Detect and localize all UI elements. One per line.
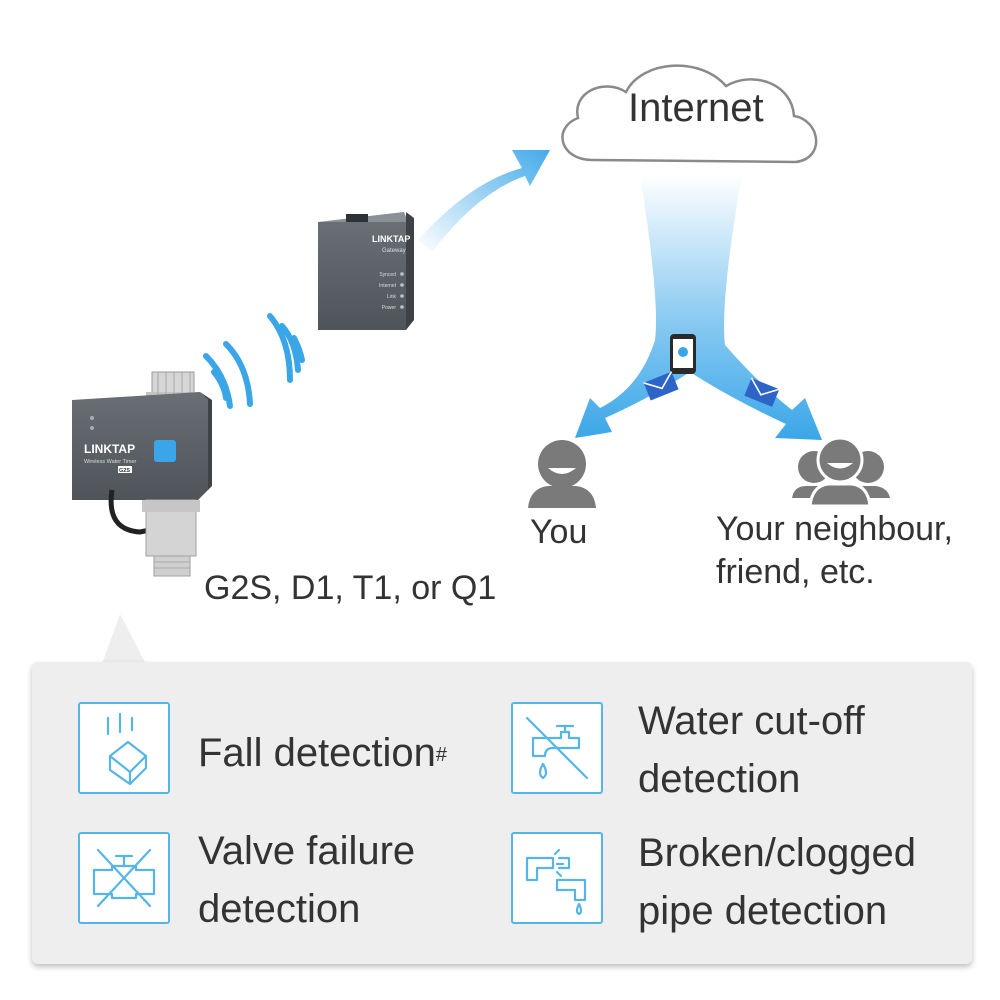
- upload-arrow: [418, 150, 550, 252]
- feature-icon-box: [78, 702, 170, 794]
- envelope-icon: [744, 377, 780, 407]
- feature-line: Valve failure: [198, 829, 416, 873]
- water-timer-device: LINKTAP Wireless Water Timer G2S: [72, 371, 212, 577]
- recipient-you-label: You: [530, 513, 588, 551]
- valve-failure-icon: [92, 848, 156, 908]
- gateway-led-label: Internet: [379, 283, 397, 289]
- gateway-model: Gateway: [382, 248, 406, 254]
- recipient-others-line1: Your neighbour,: [716, 510, 953, 548]
- feature-icon-box: [78, 832, 170, 924]
- gateway-brand: LINKTAP: [372, 234, 410, 244]
- wifi-signal-icon: [203, 341, 253, 409]
- feature-icon-box: [511, 702, 603, 794]
- feature-line: Water cut-off: [638, 699, 865, 743]
- smartphone-icon: [670, 334, 696, 374]
- water-cutoff-icon: [525, 716, 589, 780]
- feature-line: detection: [638, 757, 801, 801]
- gateway-led-label: Link: [387, 294, 397, 300]
- feature-valve-failure: Valve failure detection: [198, 822, 415, 938]
- timer-brand: LINKTAP: [84, 442, 135, 456]
- gateway-led-label: Power: [382, 305, 397, 311]
- gateway-led-label: Synced: [379, 272, 396, 278]
- timer-model: G2S: [119, 468, 130, 474]
- internet-cloud-icon: [561, 64, 818, 164]
- recipient-others-line2: friend, etc.: [716, 553, 875, 591]
- feature-line: Broken/clogged: [638, 831, 916, 875]
- person-you-icon: [528, 440, 596, 508]
- device-models-caption: G2S, D1, T1, or Q1: [204, 569, 497, 607]
- feature-icon-box: [511, 832, 603, 924]
- feature-panel: [32, 662, 972, 964]
- footnote-mark: #: [435, 744, 448, 766]
- broken-pipe-icon: [525, 848, 587, 916]
- gateway-device: LINKTAP Gateway Synced Internet Link Pow…: [318, 212, 414, 330]
- people-group-icon: [792, 436, 890, 508]
- recipient-others-label: Your neighbour, friend, etc.: [716, 508, 953, 594]
- feature-broken-pipe: Broken/clogged pipe detection: [638, 824, 916, 940]
- manual-button: [154, 440, 176, 462]
- timer-product: Wireless Water Timer: [84, 459, 137, 465]
- envelope-icon: [643, 371, 679, 401]
- feature-line: pipe detection: [638, 889, 888, 933]
- feature-line: detection: [198, 887, 361, 931]
- wifi-signal-icon: [267, 313, 305, 383]
- feature-water-cutoff: Water cut-off detection: [638, 692, 865, 808]
- feature-line: Fall detection: [198, 731, 436, 775]
- feature-fall-detection: Fall detection#: [198, 724, 447, 782]
- notification-split-arrow: [575, 175, 822, 440]
- internet-label: Internet: [628, 86, 764, 130]
- falling-box-icon: [106, 712, 148, 786]
- callout-pointer: [102, 614, 146, 664]
